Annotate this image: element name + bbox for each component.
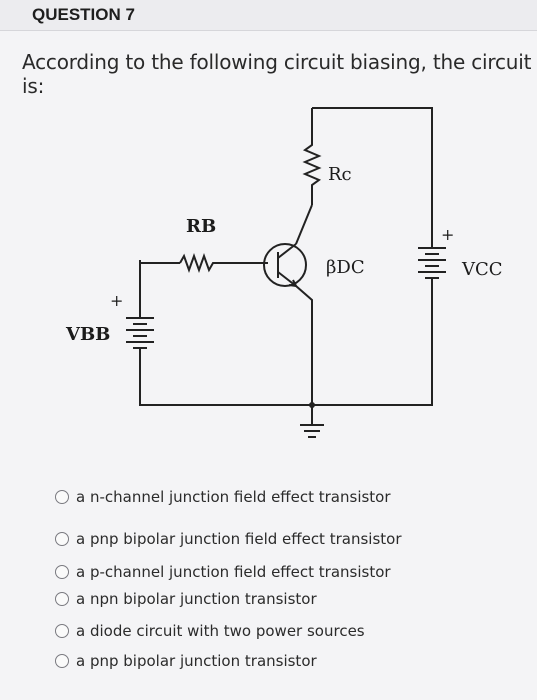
option-label: a diode circuit with two power sources	[76, 622, 365, 640]
vcc-plus-sign: +	[441, 225, 454, 244]
question-header: QUESTION 7	[0, 0, 537, 31]
transistor-symbol	[263, 243, 307, 287]
option-label: a p-channel junction field effect transi…	[76, 563, 391, 581]
emitter-wire	[295, 285, 313, 425]
rb-label: RB	[186, 216, 216, 237]
option-3[interactable]: a p-channel junction field effect transi…	[55, 563, 391, 581]
option-6[interactable]: a pnp bipolar junction transistor	[55, 652, 317, 670]
option-2[interactable]: a pnp bipolar junction field effect tran…	[55, 530, 401, 548]
wire-bottom	[139, 280, 433, 406]
radio-button[interactable]	[55, 624, 69, 638]
option-4[interactable]: a npn bipolar junction transistor	[55, 590, 317, 608]
option-label: a pnp bipolar junction field effect tran…	[76, 530, 402, 548]
option-1[interactable]: a n-channel junction field effect transi…	[55, 488, 391, 506]
radio-button[interactable]	[55, 532, 69, 546]
option-label: a npn bipolar junction transistor	[76, 590, 317, 608]
rb-wire	[139, 260, 180, 264]
question-text: According to the following circuit biasi…	[22, 50, 532, 98]
rc-label: Rc	[328, 164, 352, 185]
radio-button[interactable]	[55, 592, 69, 606]
vcc-label: VCC	[461, 259, 503, 280]
radio-button[interactable]	[55, 565, 69, 579]
bdc-label: βDC	[326, 257, 365, 278]
radio-button[interactable]	[55, 490, 69, 504]
rb-resistor	[179, 253, 268, 273]
option-label: a pnp bipolar junction transistor	[76, 652, 317, 670]
wire-top	[312, 107, 433, 232]
vbb-label: VBB	[65, 324, 110, 345]
question-title: QUESTION 7	[32, 5, 135, 24]
vbb-plus-sign: +	[110, 291, 123, 310]
option-label: a n-channel junction field effect transi…	[76, 488, 391, 506]
radio-button[interactable]	[55, 654, 69, 668]
rc-resistor	[302, 108, 322, 205]
option-5[interactable]: a diode circuit with two power sources	[55, 622, 365, 640]
